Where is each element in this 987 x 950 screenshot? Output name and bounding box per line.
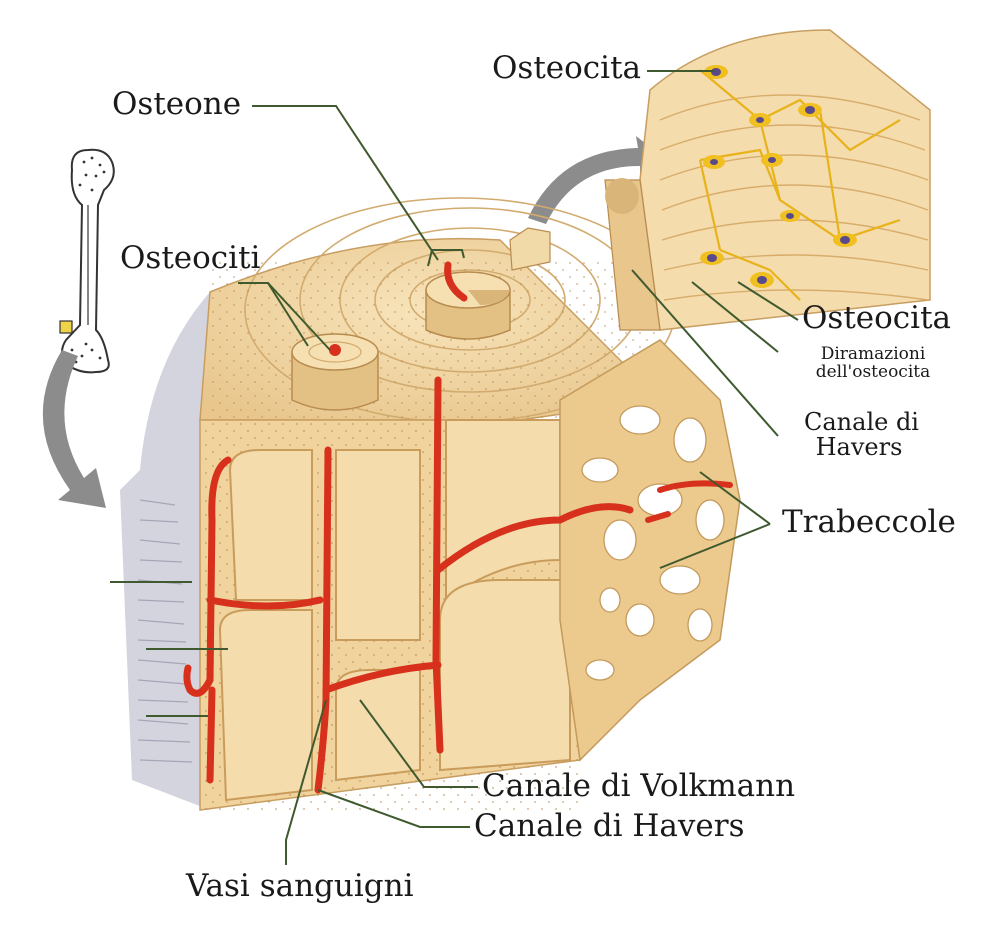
zoom-arrow-left [42,350,106,508]
bone-fragment [509,227,551,271]
osteon-cylinder-center [425,271,511,340]
label-osteociti: Osteociti [120,240,261,276]
label-diramazioni-line2: dell'osteocita [815,361,931,382]
periosteum [120,292,250,810]
label-canale-havers-right-line1: Canale di [804,408,919,436]
osteon-cylinder-left [291,333,379,411]
osteocyte-magnified-block [604,29,931,331]
spongy-bone [559,339,741,762]
label-trabeccole: Trabeccole [782,504,956,540]
label-diramazioni-line1: Diramazioni [820,344,926,364]
label-canale-havers-right: Canale di Havers [804,408,919,462]
label-canale-havers-right-line2: Havers [815,433,903,462]
osteocyte-cells [700,65,857,288]
zoom-arrow-top [528,136,664,224]
label-canale-volkmann: Canale di Volkmann [482,768,796,804]
label-diramazioni: Diramazioni dell'osteocita [808,344,938,382]
blood-vessels [183,261,634,794]
label-osteocita-right: Osteocita [802,300,952,336]
osteon-columns [218,419,571,802]
long-bone-icon [59,148,115,374]
leader-lines [110,70,799,865]
periosteum-fibers [137,499,193,763]
label-osteone: Osteone [112,86,242,122]
label-osteocita-top: Osteocita [492,50,642,86]
label-canale-havers-bottom: Canale di Havers [474,808,745,844]
label-vasi-sanguigni: Vasi sanguigni [186,868,414,904]
